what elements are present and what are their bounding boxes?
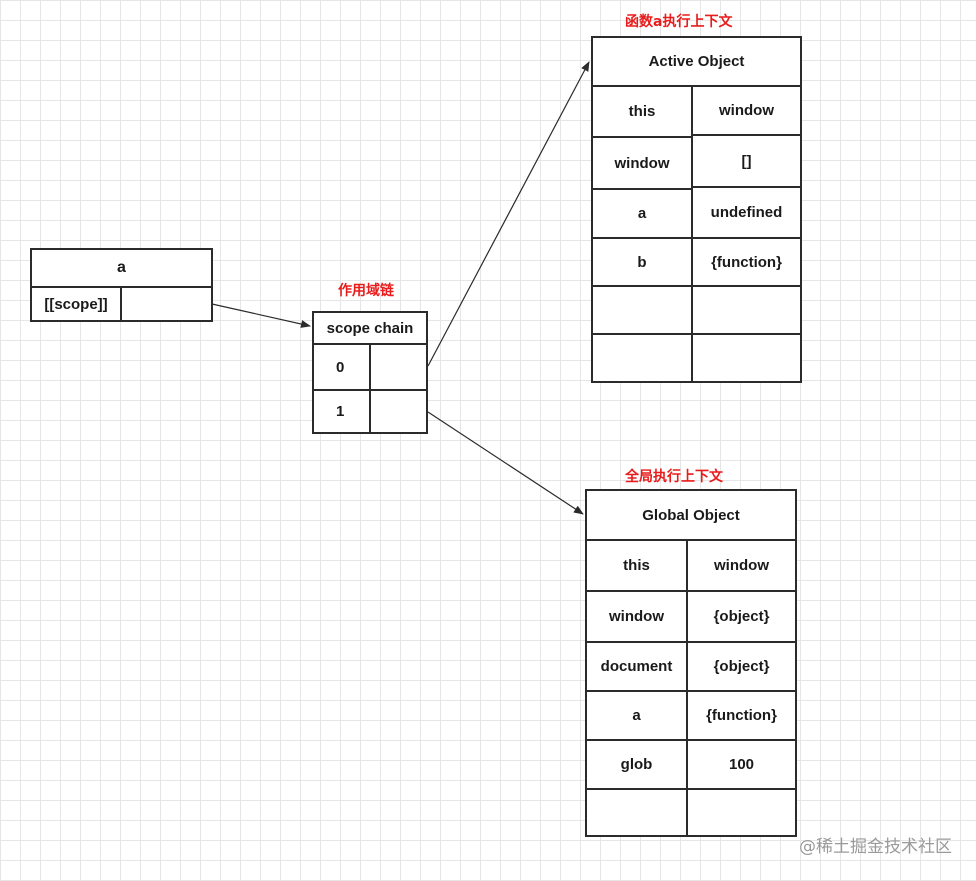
- function-a-title: a: [30, 248, 213, 288]
- active-object-title: Active Object: [591, 36, 802, 87]
- global-row-key: window: [585, 590, 688, 643]
- scope-property-label: [[scope]]: [30, 286, 122, 322]
- watermark-text: @稀土掘金技术社区: [799, 837, 952, 857]
- scope-chain-caption: 作用域链: [338, 283, 394, 299]
- arrow-chain0-to-active: [427, 61, 590, 367]
- active-row-key: [591, 285, 693, 335]
- global-row-value: 100: [686, 739, 797, 790]
- global-row-value: [686, 788, 797, 837]
- scope-property-value: [120, 286, 213, 322]
- active-row-value: undefined: [691, 186, 802, 239]
- active-row-key: [591, 333, 693, 383]
- scope-chain-title: scope chain: [312, 311, 428, 345]
- global-row-value: {object}: [686, 590, 797, 643]
- global-row-key: a: [585, 690, 688, 741]
- active-row-value: []: [691, 134, 802, 188]
- arrow-chain1-to-global: [427, 411, 584, 515]
- global-row-value: window: [686, 539, 797, 592]
- scope-chain-value-0: [369, 343, 428, 391]
- scope-chain-index-1: 1: [312, 389, 371, 434]
- scope-chain-value-1: [369, 389, 428, 434]
- active-row-key: window: [591, 136, 693, 190]
- arrow-scope-to-chain: [211, 303, 311, 328]
- global-context-caption: 全局执行上下文: [625, 469, 723, 485]
- global-row-key: this: [585, 539, 688, 592]
- active-row-value: [691, 333, 802, 383]
- active-row-value: [691, 285, 802, 335]
- active-row-key: a: [591, 188, 693, 239]
- active-row-value: {function}: [691, 237, 802, 287]
- global-row-key: glob: [585, 739, 688, 790]
- active-row-key: b: [591, 237, 693, 287]
- global-row-value: {object}: [686, 641, 797, 692]
- active-context-caption: 函数a执行上下文: [625, 14, 733, 30]
- active-row-value: window: [691, 85, 802, 136]
- global-row-key: document: [585, 641, 688, 692]
- global-row-key: [585, 788, 688, 837]
- global-row-value: {function}: [686, 690, 797, 741]
- global-object-title: Global Object: [585, 489, 797, 541]
- active-row-key: this: [591, 85, 693, 138]
- scope-chain-index-0: 0: [312, 343, 371, 391]
